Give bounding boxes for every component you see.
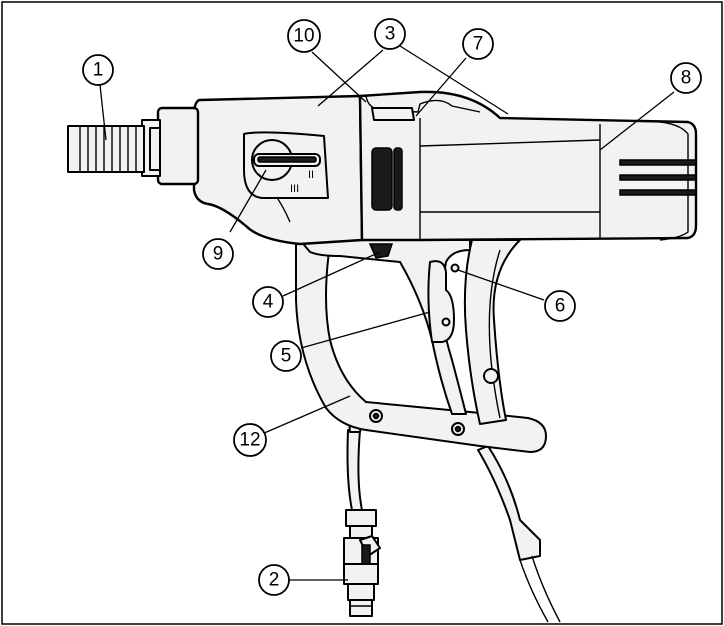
callout-2: 2 bbox=[258, 564, 290, 596]
callout-8: 8 bbox=[670, 62, 702, 94]
rear-grip bbox=[463, 239, 521, 425]
indicator-light bbox=[450, 263, 460, 273]
callout-3: 3 bbox=[374, 18, 406, 50]
svg-text:12: 12 bbox=[239, 430, 260, 451]
svg-text:2: 2 bbox=[269, 570, 280, 591]
callout-5: 5 bbox=[270, 340, 302, 372]
svg-text:6: 6 bbox=[555, 296, 566, 317]
svg-text:3: 3 bbox=[385, 24, 396, 45]
callout-4: 4 bbox=[252, 286, 284, 318]
svg-text:4: 4 bbox=[263, 292, 274, 313]
trigger-switch bbox=[427, 260, 455, 343]
callout-6: 6 bbox=[544, 290, 576, 322]
svg-text:5: 5 bbox=[281, 346, 292, 367]
power-cord bbox=[477, 445, 561, 623]
callout-1: 1 bbox=[82, 54, 114, 86]
callout-9: 9 bbox=[202, 238, 234, 270]
svg-text:10: 10 bbox=[293, 26, 314, 47]
svg-text:1: 1 bbox=[93, 60, 104, 81]
svg-text:8: 8 bbox=[681, 68, 692, 89]
callout-7: 7 bbox=[462, 28, 494, 60]
callout-12: 12 bbox=[233, 423, 267, 457]
speed-mark-2: II bbox=[308, 169, 314, 181]
front-handle bbox=[299, 239, 471, 415]
water-valve bbox=[343, 509, 381, 617]
callout-10: 10 bbox=[287, 19, 321, 53]
svg-text:9: 9 bbox=[213, 244, 224, 265]
spindle-assembly bbox=[67, 106, 200, 186]
gear-selector: III II bbox=[243, 131, 329, 199]
leader-lines bbox=[99, 45, 675, 581]
svg-text:7: 7 bbox=[473, 34, 484, 55]
speed-mark-3: III bbox=[290, 183, 299, 195]
